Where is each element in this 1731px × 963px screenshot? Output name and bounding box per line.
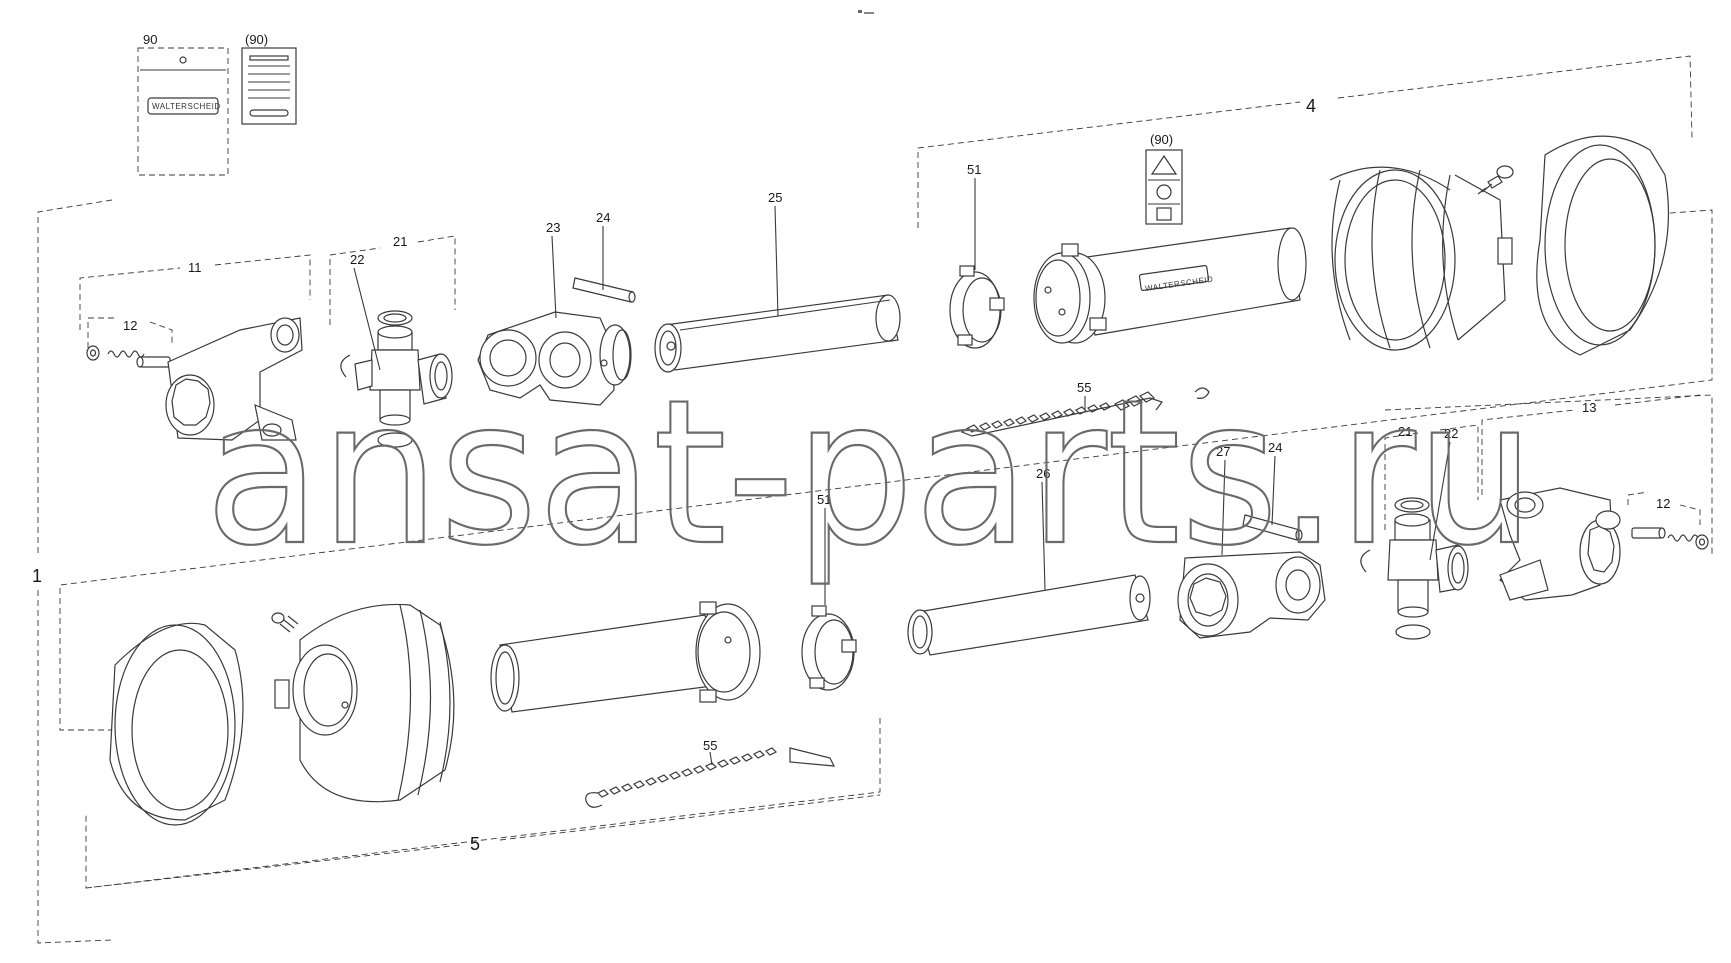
spring-left[interactable] [107,350,145,358]
leader-55-bottom [709,751,713,766]
yoke-lower-right[interactable] [1499,487,1621,601]
yoke-upper-left[interactable] [165,317,303,441]
callout-55-top: 55 [1077,380,1091,395]
grease-nipple-lower[interactable] [271,612,299,633]
cross-journal-upper[interactable] [340,310,453,448]
bag-brand-text: WALTERSCHEID [152,102,221,111]
assembly-4-bracket [917,55,1693,228]
lower-half-frame [1384,394,1713,555]
callout-26: 26 [1036,466,1050,481]
callout-21-bottom: 21 [1398,424,1412,439]
safety-chain-upper[interactable] [960,387,1210,437]
profile-tube-upper[interactable] [654,294,901,373]
group-12-left-bracket [87,317,173,348]
callout-22-bottom: 22 [1444,426,1458,441]
callout-90-card: (90) [245,32,268,47]
callout-13: 13 [1582,400,1596,415]
callout-22-top: 22 [350,252,364,267]
upper-half-frame [59,209,1713,731]
grease-nipple-right[interactable] [1695,534,1709,550]
group-11-bracket [79,254,311,330]
warning-label[interactable] [1145,149,1183,225]
callout-51-top: 51 [967,162,981,177]
leader-23 [551,235,557,319]
spring-right[interactable] [1667,534,1699,542]
callout-51-bottom: 51 [817,492,831,507]
grease-nipple-left[interactable] [86,345,100,361]
instruction-card[interactable] [241,47,297,125]
assembly-5-bracket [85,718,881,889]
bearing-ring-upper[interactable] [949,265,1005,349]
guard-cone-upper[interactable] [1329,166,1513,351]
leader-22-top [353,267,381,371]
callout-90-bag: 90 [143,32,157,47]
callout-24-bottom: 24 [1268,440,1282,455]
profile-tube-lower[interactable] [907,574,1151,656]
safety-chain-lower[interactable] [585,747,836,808]
spring-pin-lower[interactable] [1242,514,1303,541]
cross-journal-lower[interactable] [1360,497,1469,640]
guard-tube-lower[interactable] [490,601,761,713]
callout-5: 5 [470,834,480,854]
guard-cap-lower[interactable] [109,622,244,826]
callout-4: 4 [1306,96,1316,116]
parts-bag[interactable]: WALTERSCHEID [137,47,229,176]
inner-yoke-23[interactable] [477,311,632,406]
callout-55-bottom: 55 [703,738,717,753]
leader-22-bottom [1429,441,1451,561]
group-21-top-bracket [329,235,456,325]
bearing-ring-lower[interactable] [801,605,857,691]
callout-90-label: (90) [1150,132,1173,147]
guard-tube-upper[interactable]: WALTERSCHEID [1033,227,1307,344]
leader-25 [774,205,779,317]
assembly-1-bracket [37,199,113,944]
callout-21-top: 21 [393,234,407,249]
leader-26 [1041,481,1046,591]
callout-12-left: 12 [123,318,137,333]
watermark-text: ansat-parts.ru [205,357,1535,590]
header-mark [858,10,874,14]
callout-27: 27 [1216,444,1230,459]
callout-12-right: 12 [1656,496,1670,511]
guard-cap-upper[interactable] [1536,135,1670,356]
group-13-bracket [1481,394,1701,495]
spring-pin-upper[interactable] [572,277,636,303]
callout-23: 23 [546,220,560,235]
inner-yoke-27[interactable] [1177,551,1326,639]
callout-24-top: 24 [596,210,610,225]
group-21-bottom-bracket [1384,424,1479,530]
guard-cone-lower[interactable] [274,603,455,803]
leader-27 [1221,459,1226,556]
locking-pin-left[interactable] [136,356,171,368]
leader-24-bottom [1271,455,1276,526]
grease-nipple-upper[interactable] [1477,165,1514,195]
callout-11: 11 [188,260,202,275]
group-12-right-bracket [1627,491,1701,525]
callout-25: 25 [768,190,782,205]
callout-1: 1 [32,566,42,586]
locking-pin-right[interactable] [1631,527,1666,539]
